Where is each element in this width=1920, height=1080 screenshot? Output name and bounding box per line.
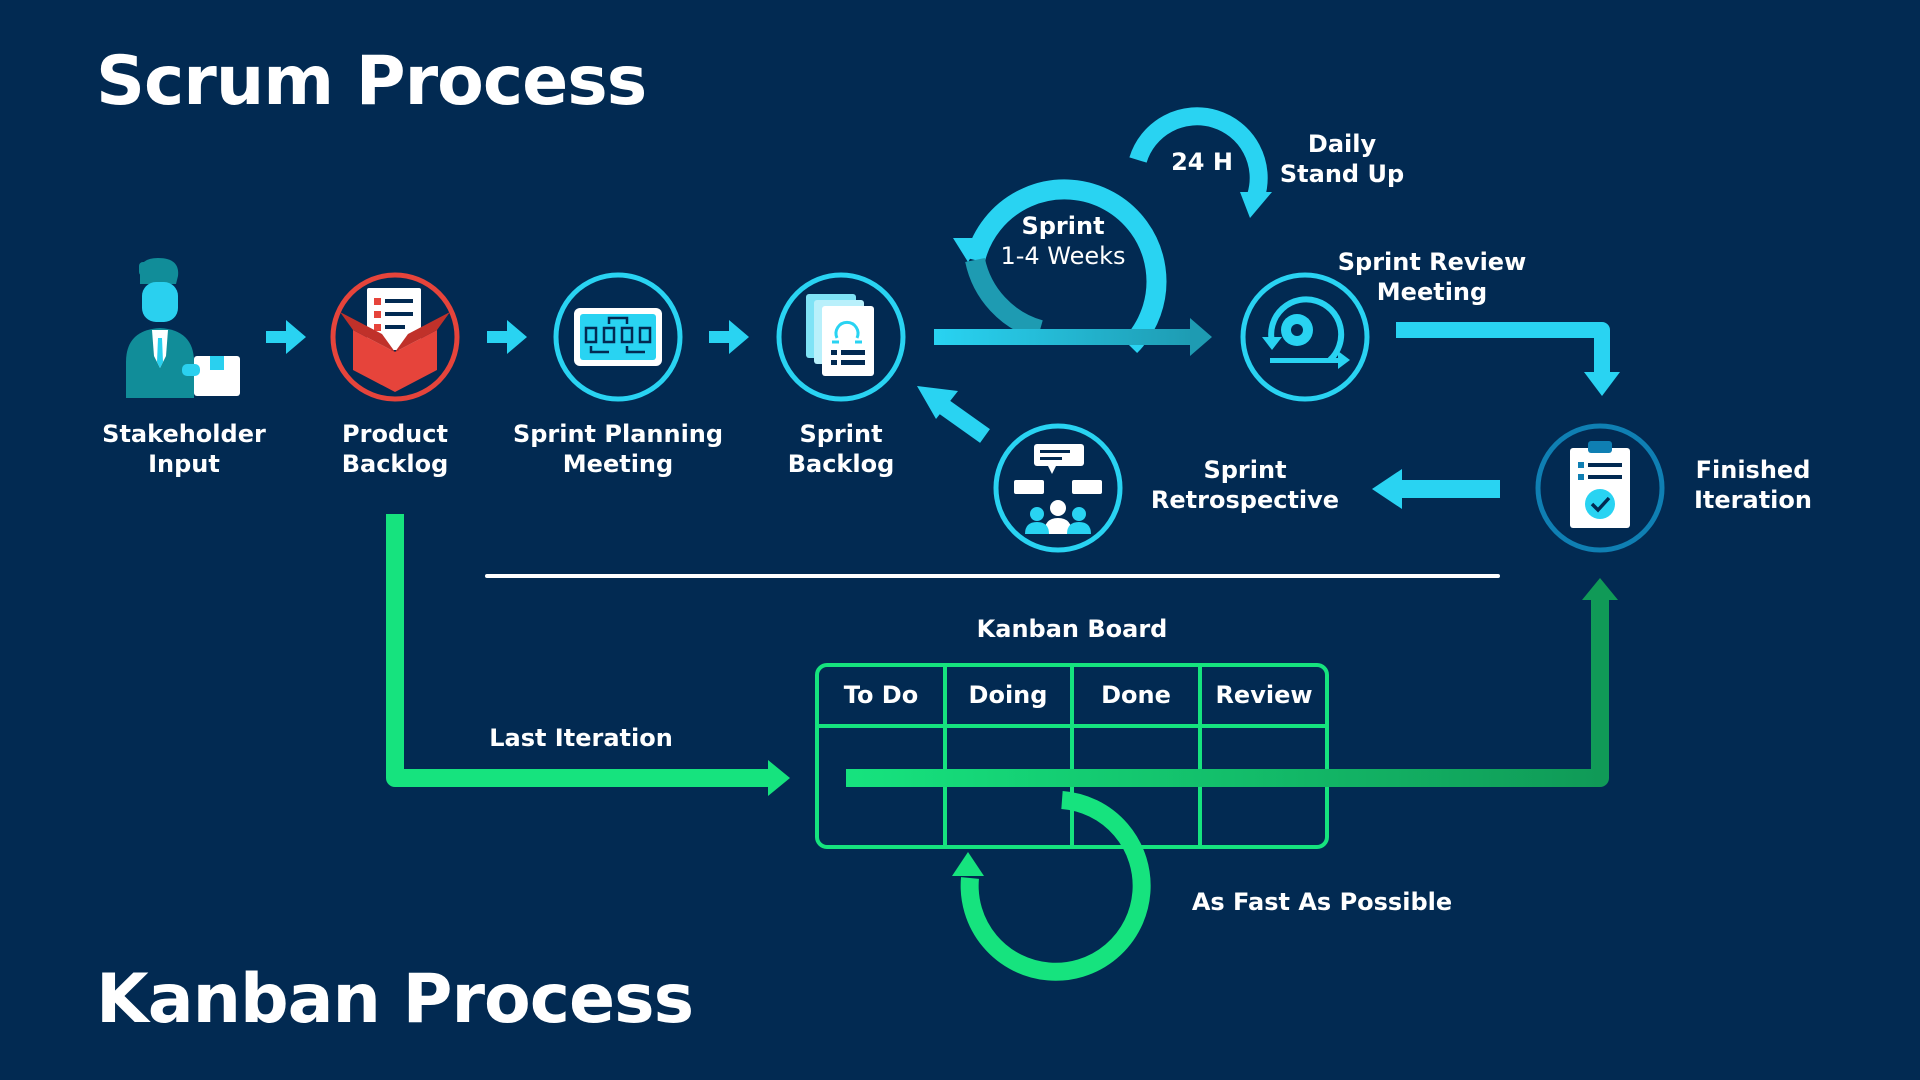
kanban-board-title: Kanban Board	[977, 615, 1168, 643]
clipboard-check-icon	[1570, 441, 1630, 528]
sprint-label-1: Sprint	[1021, 212, 1104, 240]
sprint-retrospective-label-1: Sprint	[1203, 456, 1286, 484]
sprint-planning-node	[553, 272, 683, 402]
sprint-review-node	[1240, 272, 1370, 402]
sprint-cycle-loop	[965, 179, 1167, 354]
finished-iteration-node	[1535, 423, 1665, 553]
sprint-backlog-label-1: Sprint	[799, 420, 882, 448]
backlog-box-icon	[340, 288, 450, 392]
arrow-retrospective-to-sprint-backlog	[935, 397, 990, 443]
sprint-label-2: 1-4 Weeks	[1000, 242, 1125, 270]
kanban-column-review: Review	[1215, 681, 1312, 709]
product-backlog-label-1: Product	[342, 420, 448, 448]
daily-cycle-arrowhead	[1240, 192, 1272, 218]
kanban-column-doing: Doing	[969, 681, 1048, 709]
arrow-backlog-to-kanban	[386, 514, 772, 787]
finished-iteration-label-2: Iteration	[1694, 486, 1812, 514]
planning-board-icon	[574, 308, 662, 366]
kanban-process-title: Kanban Process	[96, 960, 694, 1039]
scrum-process-title: Scrum Process	[96, 42, 647, 121]
last-iteration-label: Last Iteration	[489, 724, 673, 752]
product-backlog-label-2: Backlog	[342, 450, 449, 478]
document-stack-icon	[806, 294, 874, 376]
arrow-stakeholder-to-backlog	[266, 320, 306, 354]
arrow-planning-to-sprint-backlog	[709, 320, 749, 354]
kanban-board	[815, 663, 1329, 849]
sprint-retrospective-node	[993, 423, 1123, 553]
sprint-planning-label-2: Meeting	[563, 450, 673, 478]
stakeholder-input-label-1: Stakeholder	[102, 420, 266, 448]
arrow-review-to-finished	[1396, 322, 1610, 374]
sprint-review-label-1: Sprint Review	[1338, 248, 1527, 276]
arrow-kanban-to-finished	[846, 598, 1609, 787]
sprint-cycle-arrowhead	[953, 238, 983, 262]
stakeholder-icon	[126, 258, 240, 398]
daily-cycle-label: 24 H	[1171, 148, 1233, 176]
finished-iteration-label-1: Finished	[1696, 456, 1811, 484]
product-backlog-node	[330, 272, 460, 402]
sprint-planning-label-1: Sprint Planning	[513, 420, 723, 448]
stakeholder-input-label-2: Input	[148, 450, 220, 478]
kanban-column-todo: To Do	[844, 681, 918, 709]
section-divider	[485, 574, 1500, 578]
daily-standup-label-1: Daily	[1308, 130, 1377, 158]
arrow-sprint-to-review	[934, 329, 1196, 345]
arrow-finished-to-retrospective	[1400, 480, 1500, 498]
arrow-backlog-to-planning	[487, 320, 527, 354]
team-discussion-icon	[1014, 444, 1102, 534]
daily-cycle-loop	[1129, 107, 1268, 199]
kanban-cycle-loop	[960, 791, 1151, 981]
sprint-retrospective-label-2: Retrospective	[1151, 486, 1339, 514]
sprint-review-label-2: Meeting	[1377, 278, 1487, 306]
kanban-cycle-arrowhead	[952, 852, 984, 876]
daily-standup-label-2: Stand Up	[1280, 160, 1404, 188]
gear-cycle-icon	[1262, 296, 1350, 369]
sprint-backlog-node	[776, 272, 906, 402]
fast-as-possible-label: As Fast As Possible	[1192, 888, 1452, 916]
kanban-column-done: Done	[1101, 681, 1171, 709]
sprint-backlog-label-2: Backlog	[788, 450, 895, 478]
